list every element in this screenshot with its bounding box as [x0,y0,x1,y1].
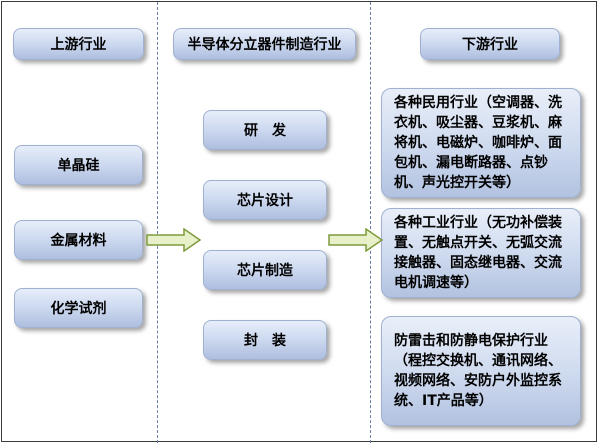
upstream-item: 化学试剂 [14,288,143,328]
header-downstream-label: 下游行业 [462,37,518,53]
downstream-item: 各种工业行业（无功补偿装置、无触点开关、无弧交流接触器、固态继电器、交流电机调速… [381,208,581,298]
divider-left [157,2,158,443]
midstream-item: 芯片制造 [203,250,327,290]
header-upstream: 上游行业 [13,28,144,60]
header-midstream-label: 半导体分立器件制造行业 [187,37,342,53]
upstream-item-label: 金属材料 [50,233,107,249]
header-midstream: 半导体分立器件制造行业 [173,28,356,60]
upstream-item: 单晶硅 [14,145,143,185]
upstream-item-label: 单晶硅 [57,158,100,174]
midstream-item: 研 发 [203,110,327,150]
downstream-item: 防雷击和防静电保护行业（程控交换机、通讯网络、视频网络、安防户外监控系统、IT产… [381,316,581,426]
arrow-right-icon [146,228,202,252]
header-upstream-label: 上游行业 [50,37,107,53]
divider-right [370,2,371,443]
midstream-item-label: 封 装 [244,333,286,349]
downstream-item-label: 防雷击和防静电保护行业（程控交换机、通讯网络、视频网络、安防户外监控系统、IT产… [394,333,562,409]
header-downstream: 下游行业 [420,28,560,60]
midstream-item-label: 芯片制造 [237,263,293,279]
arrow-right-icon [328,228,384,252]
midstream-item-label: 芯片设计 [237,193,293,209]
upstream-item: 金属材料 [14,220,143,260]
downstream-item-label: 各种民用行业（空调器、洗衣机、吸尘器、豆浆机、麻将机、电磁炉、咖啡炉、面包机、漏… [394,95,562,191]
midstream-item-label: 研 发 [244,123,286,139]
midstream-item: 封 装 [203,320,327,360]
upstream-item-label: 化学试剂 [50,301,107,317]
downstream-item-label: 各种工业行业（无功补偿装置、无触点开关、无弧交流接触器、固态继电器、交流电机调速… [394,215,562,291]
midstream-item: 芯片设计 [203,180,327,220]
downstream-item: 各种民用行业（空调器、洗衣机、吸尘器、豆浆机、麻将机、电磁炉、咖啡炉、面包机、漏… [381,88,581,198]
